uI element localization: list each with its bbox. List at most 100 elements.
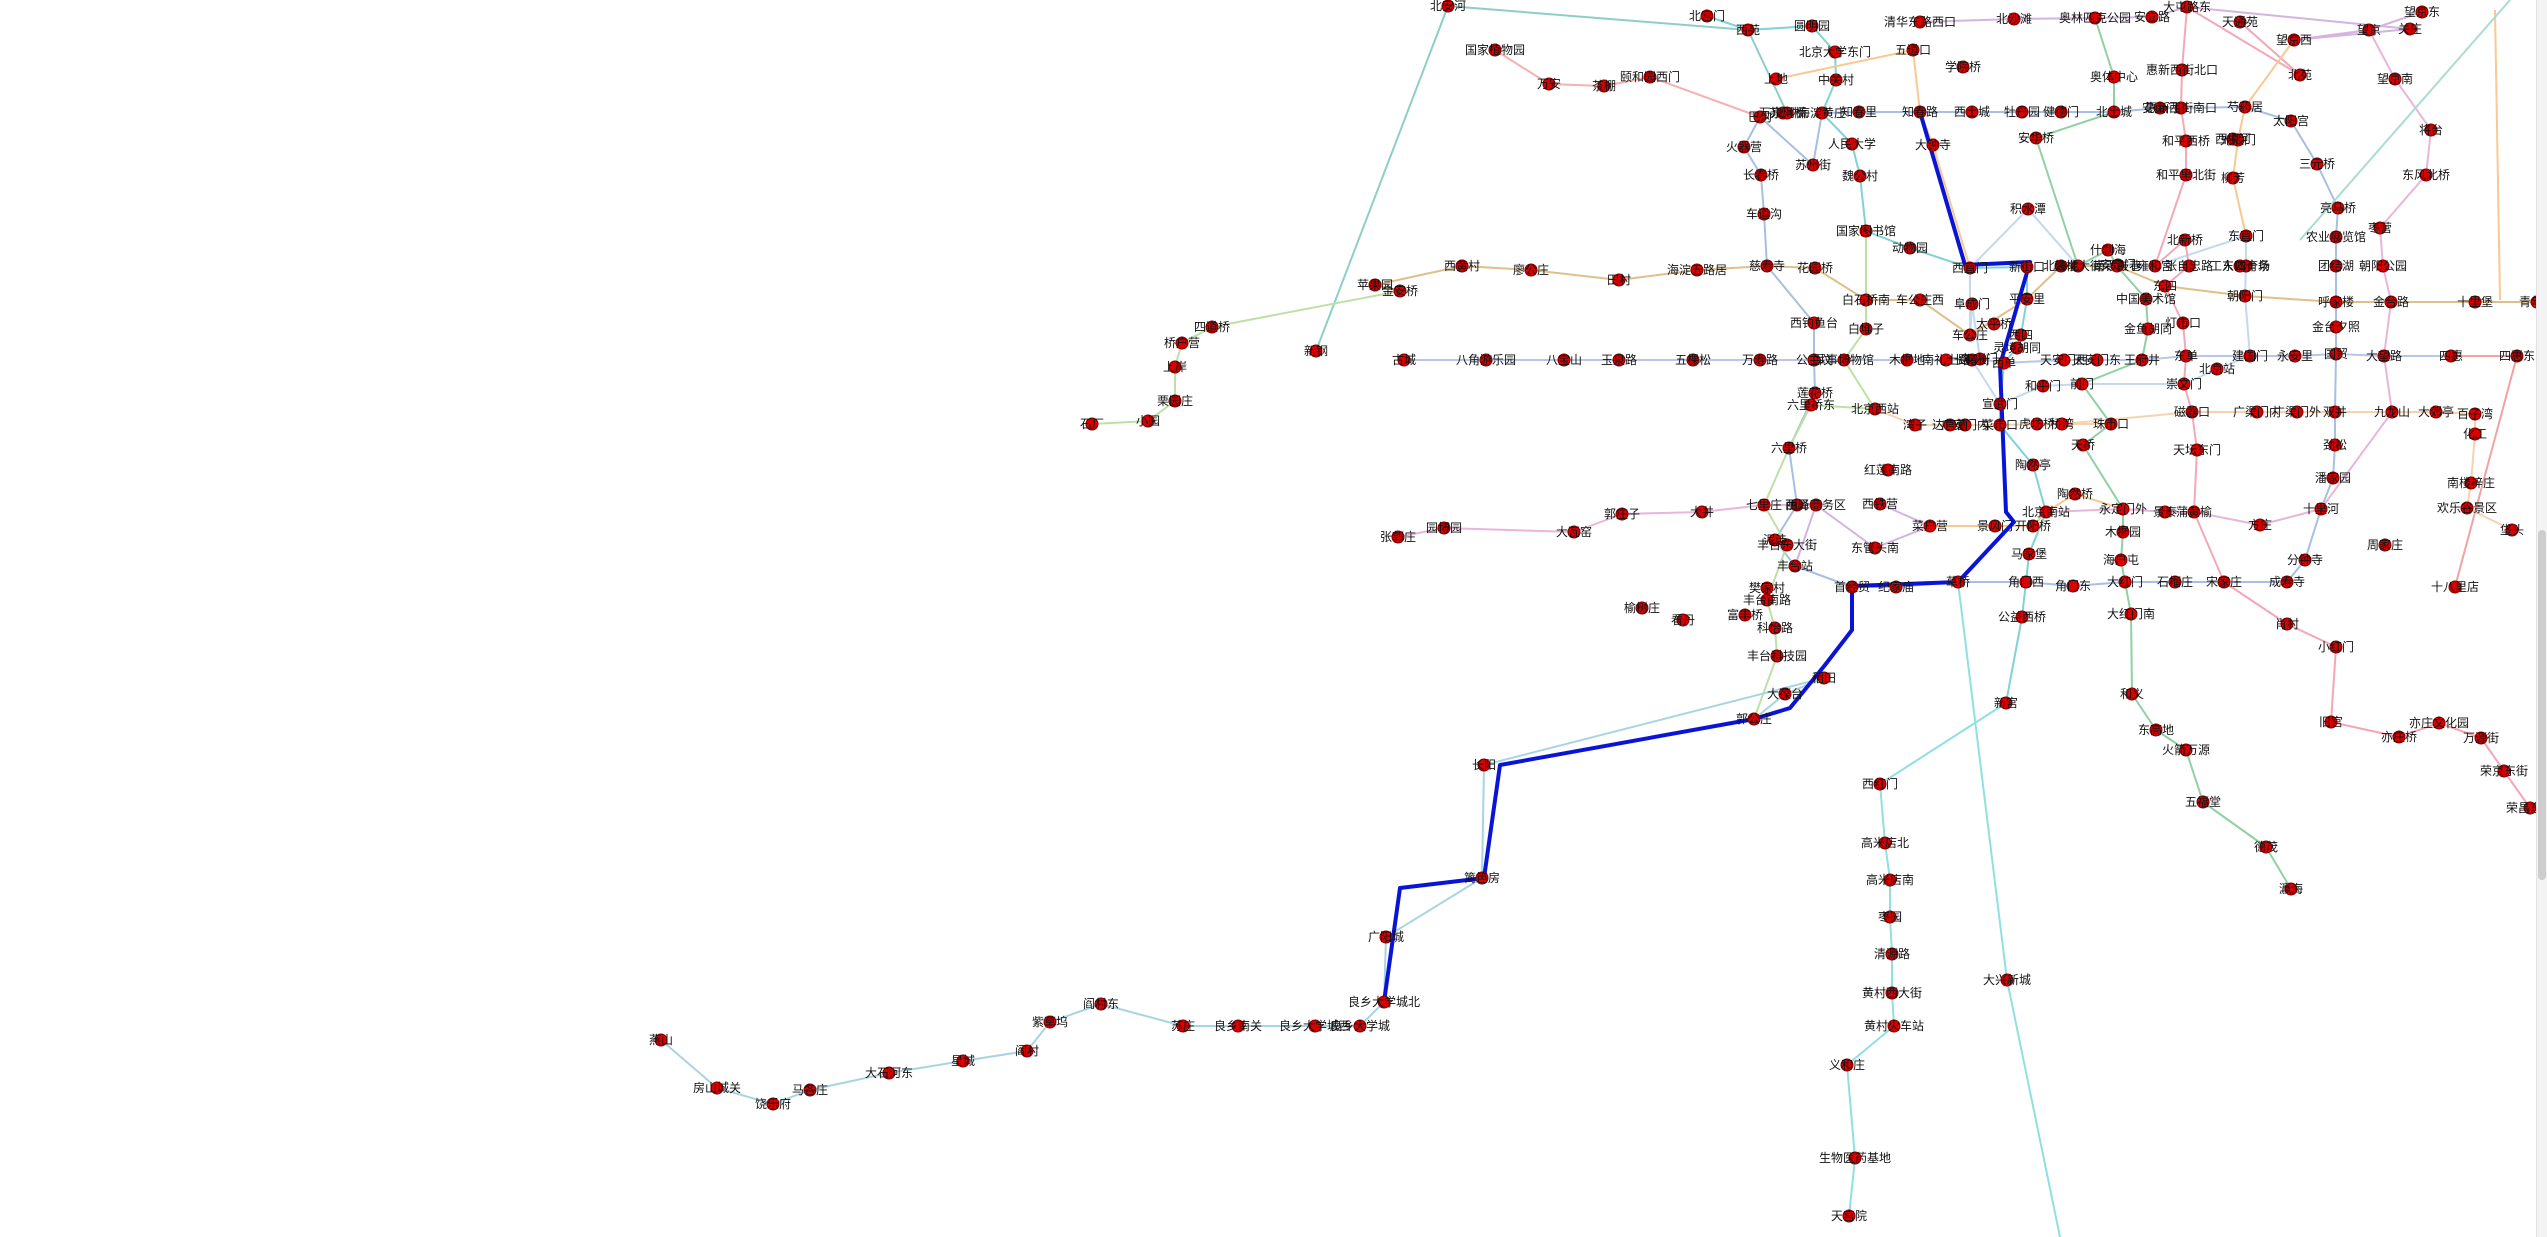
station-node[interactable] — [1840, 1058, 1854, 1072]
station-node[interactable] — [1913, 15, 1927, 29]
station-node[interactable] — [2280, 575, 2294, 589]
station-node[interactable] — [2373, 221, 2387, 235]
station-node[interactable] — [2329, 320, 2343, 334]
station-node[interactable] — [2253, 518, 2267, 532]
station-node[interactable] — [1878, 836, 1892, 850]
station-node[interactable] — [2290, 405, 2304, 419]
station-node[interactable] — [2020, 260, 2034, 274]
station-node[interactable] — [1806, 158, 1820, 172]
station-node[interactable] — [1231, 1019, 1245, 1033]
vertical-scrollbar[interactable] — [2536, 0, 2547, 1237]
station-node[interactable] — [1368, 278, 1382, 292]
station-node[interactable] — [2075, 377, 2089, 391]
station-node[interactable] — [1397, 353, 1411, 367]
station-node[interactable] — [1741, 23, 1755, 37]
station-node[interactable] — [1760, 259, 1774, 273]
station-node[interactable] — [2176, 316, 2190, 330]
station-node[interactable] — [1769, 72, 1783, 86]
station-node[interactable] — [2388, 72, 2402, 86]
station-node[interactable] — [2055, 417, 2069, 431]
station-node[interactable] — [1738, 608, 1752, 622]
station-node[interactable] — [2468, 407, 2482, 421]
station-node[interactable] — [1437, 521, 1451, 535]
station-node[interactable] — [2259, 840, 2273, 854]
station-node[interactable] — [2110, 259, 2124, 273]
station-node[interactable] — [2505, 523, 2519, 537]
station-node[interactable] — [2026, 458, 2040, 472]
station-node[interactable] — [1168, 394, 1182, 408]
station-node[interactable] — [2384, 295, 2398, 309]
station-node[interactable] — [2179, 743, 2193, 757]
station-node[interactable] — [2179, 349, 2193, 363]
station-node[interactable] — [2429, 405, 2443, 419]
station-node[interactable] — [2231, 133, 2245, 147]
station-node[interactable] — [1852, 105, 1866, 119]
station-node[interactable] — [1441, 0, 1455, 13]
station-node[interactable] — [2107, 105, 2121, 119]
station-node[interactable] — [2116, 502, 2130, 516]
station-node[interactable] — [1695, 505, 1709, 519]
station-node[interactable] — [2177, 377, 2191, 391]
station-node[interactable] — [2378, 538, 2392, 552]
station-node[interactable] — [1615, 507, 1629, 521]
station-node[interactable] — [2071, 259, 2085, 273]
station-node[interactable] — [2149, 723, 2163, 737]
station-node[interactable] — [1845, 137, 1859, 151]
station-node[interactable] — [2139, 292, 2153, 306]
station-node[interactable] — [2148, 259, 2162, 273]
station-node[interactable] — [1643, 70, 1657, 84]
station-node[interactable] — [1175, 336, 1189, 350]
station-node[interactable] — [2030, 417, 2044, 431]
station-node[interactable] — [1845, 580, 1859, 594]
station-node[interactable] — [2101, 243, 2115, 257]
station-node[interactable] — [1807, 353, 1821, 367]
station-node[interactable] — [2243, 349, 2257, 363]
station-node[interactable] — [2326, 471, 2340, 485]
station-node[interactable] — [1788, 559, 1802, 573]
station-node[interactable] — [2385, 405, 2399, 419]
station-node[interactable] — [1828, 45, 1842, 59]
station-node[interactable] — [1770, 649, 1784, 663]
station-node[interactable] — [2210, 362, 2224, 376]
station-node[interactable] — [1963, 328, 1977, 342]
station-node[interactable] — [2217, 575, 2231, 589]
station-node[interactable] — [2000, 973, 2014, 987]
station-node[interactable] — [803, 1083, 817, 1097]
station-node[interactable] — [766, 1097, 780, 1111]
station-node[interactable] — [2298, 553, 2312, 567]
station-node[interactable] — [1020, 1044, 1034, 1058]
station-node[interactable] — [1956, 60, 1970, 74]
station-node[interactable] — [1965, 105, 1979, 119]
station-node[interactable] — [2238, 100, 2252, 114]
station-node[interactable] — [1908, 418, 1922, 432]
station-node[interactable] — [2324, 715, 2338, 729]
station-node[interactable] — [1883, 910, 1897, 924]
station-node[interactable] — [2474, 731, 2488, 745]
station-node[interactable] — [2329, 640, 2343, 654]
station-node[interactable] — [1993, 418, 2007, 432]
station-node[interactable] — [2022, 547, 2036, 561]
station-node[interactable] — [2168, 575, 2182, 589]
station-node[interactable] — [2068, 487, 2082, 501]
station-node[interactable] — [1141, 414, 1155, 428]
station-node[interactable] — [2141, 322, 2155, 336]
station-node[interactable] — [1868, 541, 1882, 555]
station-node[interactable] — [1686, 353, 1700, 367]
station-node[interactable] — [1808, 386, 1822, 400]
station-node[interactable] — [2424, 123, 2438, 137]
station-node[interactable] — [2233, 259, 2247, 273]
station-node[interactable] — [882, 1066, 896, 1080]
station-node[interactable] — [2124, 607, 2138, 621]
station-node[interactable] — [1913, 293, 1927, 307]
station-node[interactable] — [2015, 105, 2029, 119]
station-node[interactable] — [1958, 418, 1972, 432]
station-node[interactable] — [1757, 207, 1771, 221]
station-node[interactable] — [2007, 12, 2021, 26]
station-node[interactable] — [2293, 68, 2307, 82]
station-node[interactable] — [2057, 353, 2071, 367]
station-node[interactable] — [1913, 105, 1927, 119]
station-node[interactable] — [2432, 716, 2446, 730]
station-node[interactable] — [2233, 15, 2247, 29]
station-node[interactable] — [1094, 997, 1108, 1011]
station-node[interactable] — [1815, 106, 1829, 120]
